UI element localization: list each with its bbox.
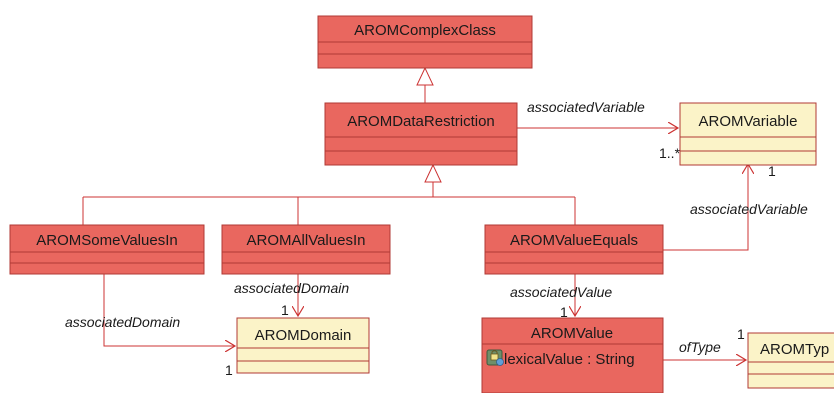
class-arom-value-equals[interactable]: AROMValueEquals — [484, 224, 664, 275]
class-name: AROMValue — [531, 325, 613, 342]
class-arom-some-values-in[interactable]: AROMSomeValuesIn — [9, 224, 205, 275]
class-name: AROMDataRestriction — [347, 113, 495, 130]
assoc-label-associated-domain: associatedDomain — [234, 280, 349, 296]
class-name: AROMTyp — [760, 341, 829, 358]
assoc-label-associated-variable-2: associatedVariable — [690, 201, 808, 217]
assoc-label-associated-value: associatedValue — [510, 284, 612, 300]
lock-attribute-icon — [486, 349, 504, 366]
class-arom-data-restriction[interactable]: AROMDataRestriction — [324, 102, 518, 166]
multiplicity-one: 1 — [560, 304, 568, 320]
multiplicity-one: 1 — [768, 163, 776, 179]
class-name: AROMDomain — [255, 327, 352, 344]
class-arom-domain[interactable]: AROMDomain — [236, 317, 370, 374]
assoc-equals-value: associatedValue 1 — [510, 274, 612, 320]
assoc-value-type: ofType 1 — [663, 326, 746, 360]
generalization-arrowhead — [424, 163, 442, 183]
multiplicity-one: 1 — [281, 302, 289, 318]
class-arom-typ[interactable]: AROMTyp — [747, 332, 834, 389]
class-name: AROMValueEquals — [510, 232, 638, 249]
assoc-some-domain: associatedDomain 1 — [65, 274, 235, 378]
assoc-all-domain: associatedDomain 1 — [234, 274, 349, 318]
assoc-label-associated-variable: associatedVariable — [527, 99, 645, 115]
generalization-restriction-to-complex — [416, 66, 434, 103]
assoc-label-associated-domain-2: associatedDomain — [65, 314, 180, 330]
class-arom-all-values-in[interactable]: AROMAllValuesIn — [221, 224, 391, 275]
class-arom-complex-class[interactable]: AROMComplexClass — [317, 15, 533, 69]
generalization-subclasses-to-restriction — [82, 163, 576, 225]
class-name: AROMAllValuesIn — [247, 232, 366, 249]
class-arom-variable[interactable]: AROMVariable — [679, 102, 817, 166]
attribute-lexical-value: lexicalValue : String — [504, 351, 635, 368]
assoc-restriction-variable: associatedVariable 1..* — [517, 99, 681, 161]
assoc-equals-variable: associatedVariable 1 — [663, 163, 808, 251]
generalization-arrowhead — [416, 66, 434, 86]
class-name: AROMComplexClass — [354, 22, 496, 39]
class-name: AROMVariable — [699, 113, 798, 130]
multiplicity-one: 1 — [225, 362, 233, 378]
assoc-label-of-type: ofType — [679, 339, 721, 355]
class-arom-value[interactable]: AROMValue lexicalValue : String — [481, 317, 664, 393]
multiplicity-one-to-many: 1..* — [659, 145, 681, 161]
class-name: AROMSomeValuesIn — [36, 232, 177, 249]
multiplicity-one: 1 — [737, 326, 745, 342]
